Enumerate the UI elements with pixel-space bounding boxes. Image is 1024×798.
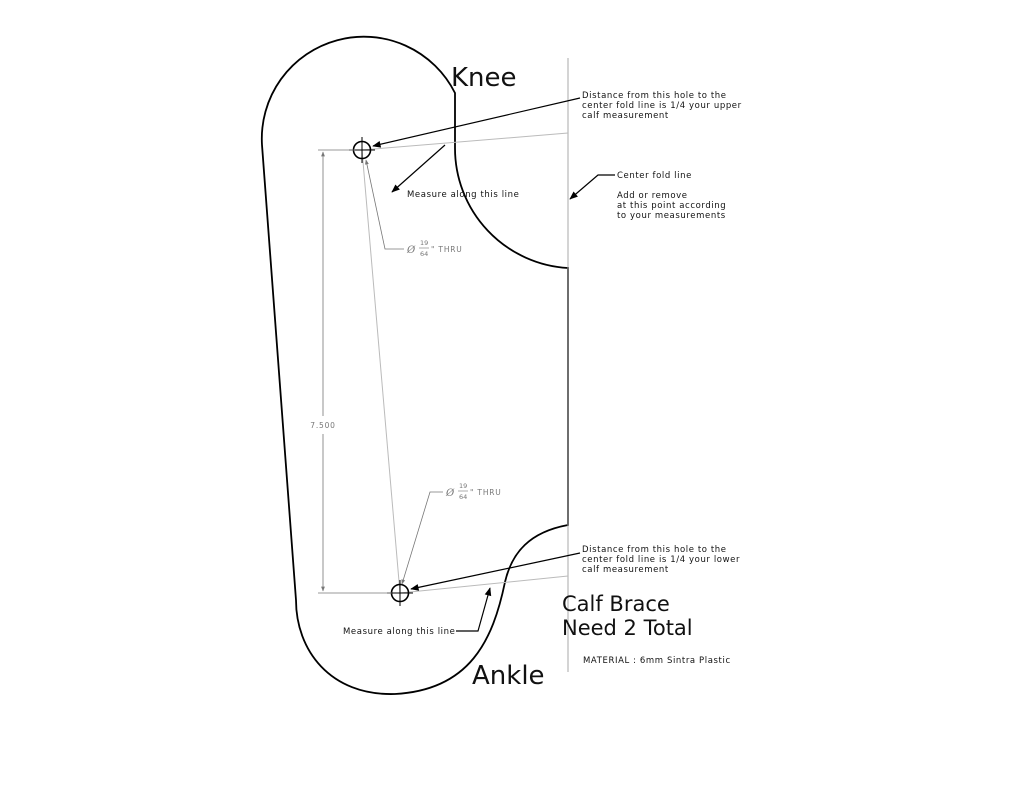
center-fold-note: Center fold line [617, 171, 692, 181]
material-note: MATERIAL : 6mm Sintra Plastic [583, 656, 731, 666]
upper-hole-diameter-callout: Ø 19 64 " THRU [365, 159, 463, 258]
svg-text:calf measurement: calf measurement [582, 111, 669, 121]
center-fold-leader [569, 174, 615, 200]
svg-text:at this point according: at this point according [617, 201, 726, 211]
lower-hole-diameter-callout: Ø 19 64 " THRU [401, 482, 502, 585]
brace-outline [260, 35, 569, 695]
svg-text:19: 19 [459, 482, 467, 490]
svg-text:Ø: Ø [445, 488, 455, 499]
svg-text:center fold line is 1/4 your u: center fold line is 1/4 your upper [582, 101, 742, 111]
svg-text:Distance from this hole to the: Distance from this hole to the [582, 545, 727, 555]
ankle-label: Ankle [472, 661, 545, 691]
measure-upper-note: Measure along this line [407, 190, 519, 200]
knee-label: Knee [451, 63, 517, 93]
svg-text:Ø: Ø [406, 245, 416, 256]
title-line-2: Need 2 Total [562, 616, 693, 640]
svg-text:64: 64 [420, 250, 428, 258]
svg-text:" THRU: " THRU [470, 488, 502, 497]
measure-upper-leader [391, 144, 446, 193]
lower-hole-note: Distance from this hole to the center fo… [582, 545, 740, 575]
lower-note-leader [410, 552, 581, 591]
upper-hole-note: Distance from this hole to the center fo… [582, 91, 742, 121]
svg-text:64: 64 [459, 493, 467, 501]
dimension-value: 7.500 [310, 421, 335, 430]
upper-measure-line [361, 132, 569, 151]
dimension-hole-spacing: 7.500 [310, 149, 392, 594]
adjust-note: Add or remove at this point according to… [617, 191, 726, 221]
lower-measure-line [399, 575, 569, 594]
svg-text:19: 19 [420, 239, 428, 247]
svg-text:Distance from this hole to the: Distance from this hole to the [582, 91, 727, 101]
svg-text:calf measurement: calf measurement [582, 565, 669, 575]
svg-text:Add or remove: Add or remove [617, 191, 688, 201]
hole-connector-line [361, 149, 401, 594]
svg-text:center fold line is 1/4 your l: center fold line is 1/4 your lower [582, 555, 740, 565]
svg-text:to your measurements: to your measurements [617, 211, 726, 221]
measure-lower-note: Measure along this line [343, 627, 455, 637]
measure-lower-leader [456, 587, 492, 632]
title-line-1: Calf Brace [562, 592, 670, 616]
svg-text:" THRU: " THRU [431, 245, 463, 254]
upper-note-leader [372, 97, 581, 148]
